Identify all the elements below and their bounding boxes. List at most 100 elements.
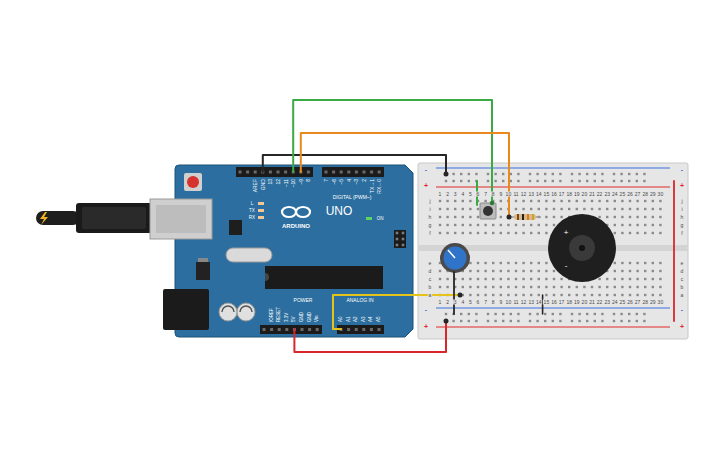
usb-plug bbox=[76, 203, 152, 233]
wire bbox=[301, 133, 509, 217]
breadboard-hole bbox=[469, 232, 471, 234]
breadboard-hole bbox=[613, 320, 615, 322]
column-number: 24 bbox=[612, 300, 619, 305]
breadboard-hole bbox=[515, 232, 517, 234]
breadboard-hole bbox=[545, 208, 547, 210]
column-number: 9 bbox=[499, 191, 503, 196]
row-letter: b bbox=[428, 285, 432, 290]
breadboard-hole bbox=[614, 208, 616, 210]
breadboard-hole bbox=[469, 278, 471, 280]
column-number: 17 bbox=[558, 191, 565, 196]
breadboard-hole bbox=[643, 180, 645, 182]
breadboard-hole bbox=[598, 200, 600, 202]
breadboard-hole bbox=[462, 286, 464, 288]
breadboard-hole bbox=[544, 180, 546, 182]
breadboard-hole bbox=[530, 224, 532, 226]
breadboard-hole bbox=[484, 286, 486, 288]
breadboard-hole bbox=[500, 262, 502, 264]
breadboard-hole bbox=[502, 180, 504, 182]
pin-label: 7 bbox=[324, 179, 329, 182]
breadboard-hole bbox=[500, 278, 502, 280]
header-pins bbox=[239, 171, 381, 332]
column-number: 7 bbox=[484, 191, 488, 196]
breadboard-hole bbox=[545, 216, 547, 218]
breadboard-hole bbox=[460, 320, 462, 322]
capacitor-mark bbox=[222, 306, 234, 312]
column-number: 14 bbox=[536, 300, 543, 305]
breadboard-hole bbox=[446, 208, 448, 210]
breadboard-hole bbox=[522, 208, 524, 210]
breadboard-hole bbox=[578, 180, 580, 182]
breadboard-hole bbox=[545, 224, 547, 226]
breadboard-hole bbox=[530, 278, 532, 280]
breadboard-hole bbox=[469, 286, 471, 288]
breadboard-hole bbox=[620, 313, 622, 315]
header-pin bbox=[355, 328, 358, 331]
pin-label: A3 bbox=[362, 316, 367, 322]
breadboard-hole bbox=[462, 278, 464, 280]
column-number: 24 bbox=[612, 191, 619, 196]
breadboard-hole bbox=[644, 232, 646, 234]
breadboard-hole bbox=[614, 216, 616, 218]
led-label: TX bbox=[249, 209, 255, 214]
breadboard-hole bbox=[629, 200, 631, 202]
breadboard-hole bbox=[522, 232, 524, 234]
pin-label: AREF bbox=[253, 179, 258, 192]
breadboard-hole bbox=[621, 224, 623, 226]
breadboard-hole bbox=[446, 200, 448, 202]
breadboard-hole bbox=[621, 200, 623, 202]
column-number: 27 bbox=[634, 300, 641, 305]
header-title: ANALOG IN bbox=[346, 298, 373, 303]
rail-sign: + bbox=[679, 182, 684, 189]
breadboard-hole bbox=[659, 262, 661, 264]
header-pin bbox=[239, 171, 242, 174]
row-letter: c bbox=[428, 277, 432, 282]
breadboard-hole bbox=[500, 224, 502, 226]
breadboard-hole bbox=[659, 270, 661, 272]
breadboard-hole bbox=[487, 180, 489, 182]
header-pin bbox=[308, 328, 311, 331]
breadboard-hole bbox=[515, 208, 517, 210]
wire-end bbox=[444, 172, 449, 177]
column-number: 14 bbox=[536, 191, 543, 196]
breadboard-hole bbox=[636, 262, 638, 264]
breadboard-hole bbox=[621, 270, 623, 272]
breadboard-hole bbox=[530, 262, 532, 264]
buzzer-center bbox=[579, 245, 585, 251]
pin-label: 5V bbox=[292, 316, 297, 322]
potentiometer-pointer bbox=[448, 250, 455, 258]
breadboard-hole bbox=[552, 173, 554, 175]
breadboard-hole bbox=[643, 313, 645, 315]
breadboard-hole bbox=[446, 278, 448, 280]
wire-end bbox=[507, 215, 512, 220]
buzzer-ring bbox=[569, 235, 595, 261]
pin-label: 13 bbox=[268, 179, 273, 185]
breadboard-hole bbox=[659, 208, 661, 210]
column-number: 20 bbox=[581, 300, 588, 305]
breadboard-hole bbox=[636, 208, 638, 210]
breadboard-hole bbox=[606, 200, 608, 202]
row-letter: b bbox=[680, 285, 684, 290]
breadboard-hole bbox=[545, 278, 547, 280]
wire-ends bbox=[444, 172, 512, 324]
breadboard-hole bbox=[644, 216, 646, 218]
breadboard-hole bbox=[477, 224, 479, 226]
breadboard-hole bbox=[502, 320, 504, 322]
breadboard-hole bbox=[578, 320, 580, 322]
breadboard-hole bbox=[515, 294, 517, 296]
pin-header bbox=[322, 167, 384, 177]
breadboard-hole bbox=[475, 320, 477, 322]
breadboard-hole bbox=[644, 208, 646, 210]
led bbox=[258, 202, 264, 205]
breadboard-hole bbox=[598, 294, 600, 296]
breadboard-hole bbox=[487, 313, 489, 315]
negative-rail-line bbox=[436, 308, 670, 309]
breadboard-hole bbox=[583, 294, 585, 296]
pin-label: ~10 bbox=[291, 179, 296, 187]
breadboard-hole bbox=[614, 278, 616, 280]
breadboard-hole bbox=[606, 294, 608, 296]
pushbutton-cap bbox=[483, 206, 493, 216]
breadboard-hole bbox=[446, 232, 448, 234]
resistor-band bbox=[527, 214, 529, 220]
breadboard-hole bbox=[621, 232, 623, 234]
